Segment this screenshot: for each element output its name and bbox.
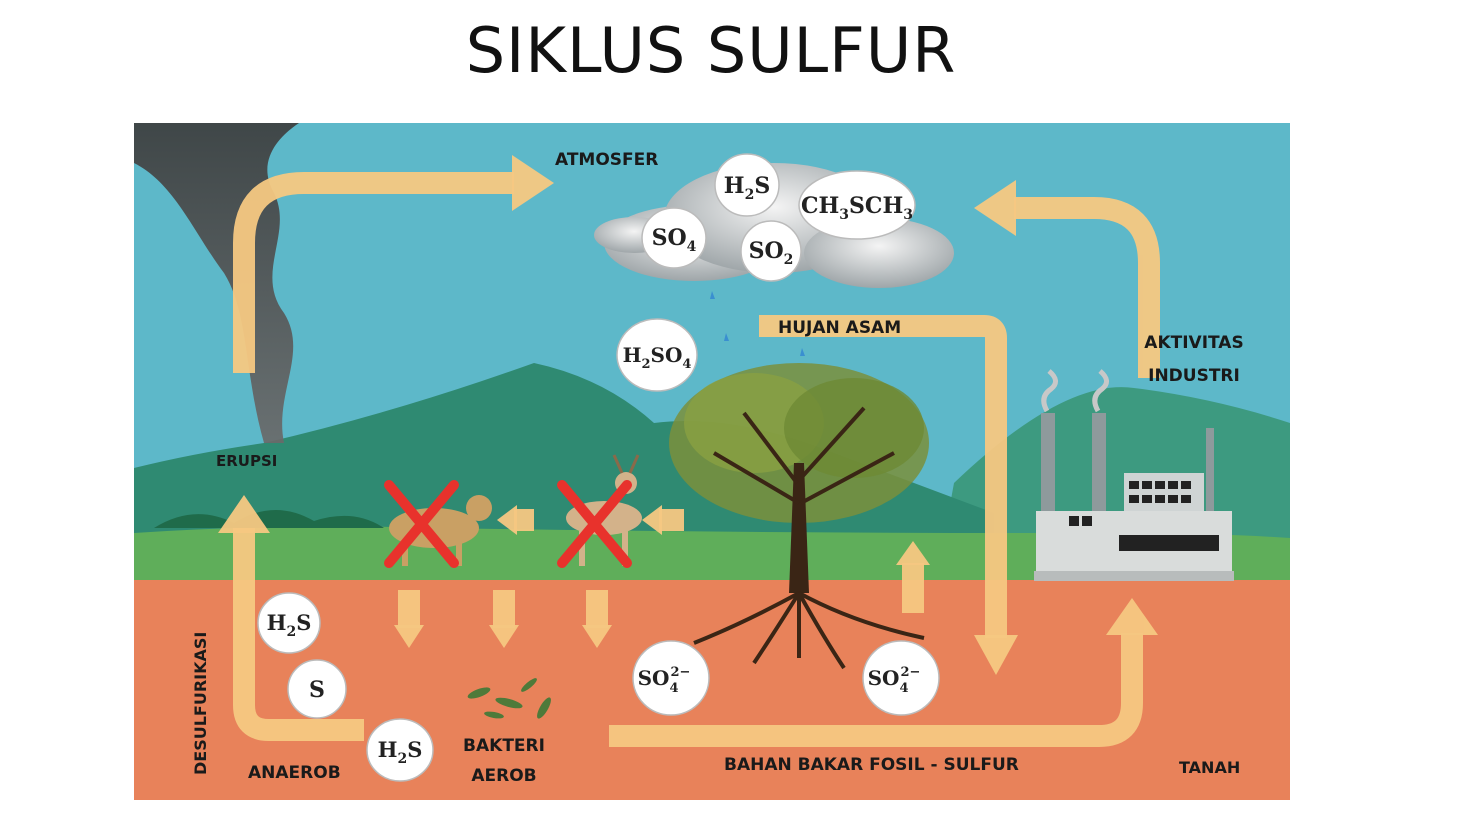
label-bahan-bakar: BAHAN BAKAR FOSIL - SULFUR (724, 755, 1019, 775)
svg-text:H2SO4: H2SO4 (623, 343, 692, 372)
cross-mark-deer (557, 480, 632, 568)
label-industri: INDUSTRI (1148, 366, 1240, 386)
svg-text:SO42−: SO42− (638, 665, 691, 696)
rain-drops (710, 291, 805, 356)
bubble-soil-s: S (287, 659, 347, 719)
svg-text:SO4: SO4 (652, 225, 697, 255)
tree-line (154, 509, 384, 528)
arrow-hujan-asam (759, 315, 1007, 638)
svg-text:H2S: H2S (267, 610, 312, 640)
label-bakteri: BAKTERI (463, 736, 545, 756)
bubble-atm-so4: SO4 (641, 207, 707, 269)
bacteria-icon (467, 678, 551, 719)
label-tanah: TANAH (1179, 758, 1240, 777)
factory (1034, 369, 1234, 581)
bubble-soil-h2s-top: H2S (257, 592, 321, 654)
label-aktivitas: AKTIVITAS (1144, 333, 1243, 353)
arrow-fosil-to-industri (609, 633, 1143, 747)
bubble-atm-ch3sch3: CH3SCH3 (798, 170, 916, 240)
svg-text:CH3SCH3: CH3SCH3 (801, 193, 913, 223)
sulfur-cycle-scene: H2S CH3SCH3 SO4 SO2 H2SO4 H2S S H2S SO42… (134, 123, 1290, 800)
tree (669, 363, 929, 670)
label-atmosfer: ATMOSFER (555, 150, 658, 170)
arrow-industri-to-atmosfer (1014, 197, 1160, 378)
bubble-sulfate-left: SO42− (632, 640, 710, 716)
svg-text:S: S (309, 677, 325, 703)
svg-text:SO2: SO2 (749, 238, 794, 268)
bubble-atm-so2: SO2 (740, 220, 802, 282)
bubble-h2so4: H2SO4 (616, 318, 698, 392)
svg-text:SO42−: SO42− (868, 665, 921, 696)
flow-arrows (233, 172, 1160, 747)
chem-text: H (724, 173, 745, 199)
arrow-heads (218, 155, 1158, 675)
label-erupsi: ERUPSI (216, 452, 277, 470)
label-anaerob: ANAEROB (248, 763, 341, 783)
label-desulfurikasi: DESULFURIKASI (191, 632, 210, 775)
svg-text:H2S: H2S (724, 173, 770, 203)
svg-text:H2S: H2S (378, 737, 423, 767)
label-aerob: AEROB (471, 766, 536, 786)
diagram-title: SIKLUS SULFUR (465, 14, 957, 87)
label-hujan-asam: HUJAN ASAM (778, 318, 901, 338)
arrow-erupsi-to-atmosfer (233, 172, 514, 373)
cross-mark-cheetah (384, 480, 459, 568)
bubble-atm-h2s: H2S (714, 153, 780, 217)
arrow-desulfurikasi (233, 528, 364, 741)
bubble-soil-h2s-bottom: H2S (366, 718, 434, 782)
bubble-sulfate-right: SO42− (862, 640, 940, 716)
